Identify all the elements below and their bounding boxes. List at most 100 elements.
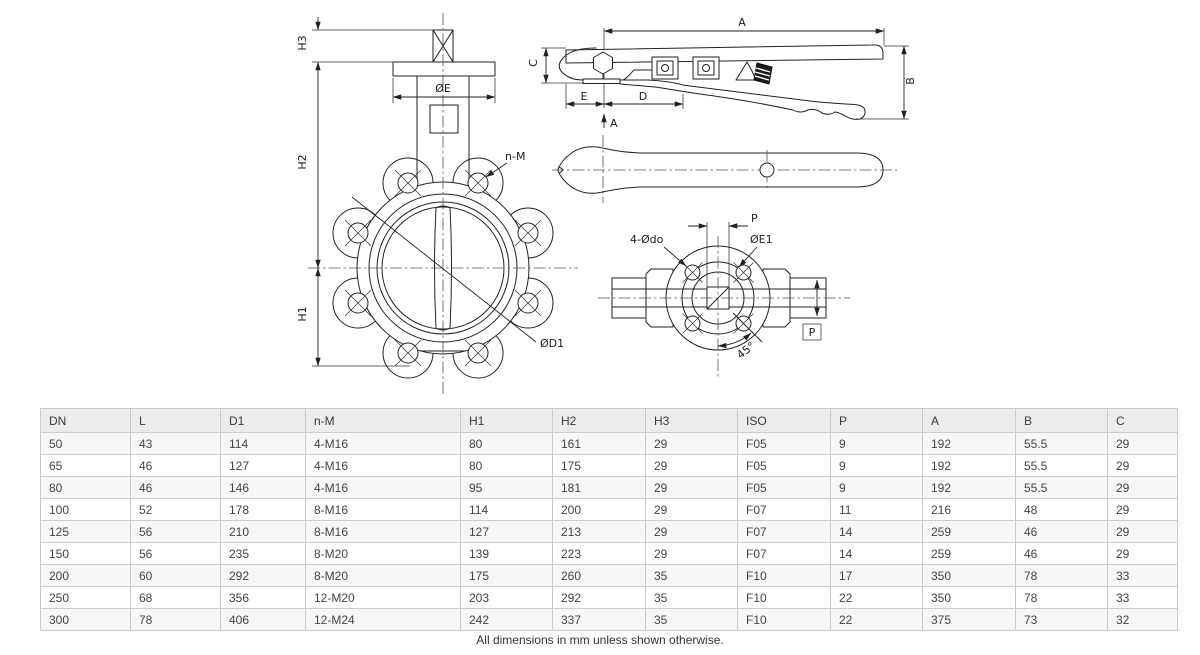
table-cell: 4-M16 xyxy=(305,432,461,455)
table-cell: 406 xyxy=(220,608,306,631)
table-cell: 12-M24 xyxy=(305,608,461,631)
table-cell: 161 xyxy=(552,432,646,455)
table-cell: 80 xyxy=(40,476,131,499)
table-cell: 33 xyxy=(1107,586,1178,609)
column-header: H1 xyxy=(460,408,553,433)
dim-label-h3: H3 xyxy=(296,35,309,50)
table-cell: 350 xyxy=(922,586,1016,609)
dim-label-p-top: P xyxy=(751,212,758,225)
table-cell: 56 xyxy=(130,542,221,565)
table-cell: 29 xyxy=(1107,432,1178,455)
table-cell: 242 xyxy=(460,608,553,631)
table-cell: 223 xyxy=(552,542,646,565)
table-cell: 250 xyxy=(40,586,131,609)
table-cell: 356 xyxy=(220,586,306,609)
table-cell: 55.5 xyxy=(1015,432,1108,455)
table-cell: 22 xyxy=(830,608,923,631)
table-cell: 114 xyxy=(220,432,306,455)
column-header: P xyxy=(830,408,923,433)
table-cell: 300 xyxy=(40,608,131,631)
table-cell: 52 xyxy=(130,498,221,521)
table-cell: 50 xyxy=(40,432,131,455)
table-cell: F05 xyxy=(737,454,831,477)
table-cell: 210 xyxy=(220,520,306,543)
table-cell: F10 xyxy=(737,608,831,631)
column-header: D1 xyxy=(220,408,306,433)
table-cell: F10 xyxy=(737,564,831,587)
table-cell: 78 xyxy=(130,608,221,631)
table-cell: 29 xyxy=(645,476,738,499)
table-cell: 46 xyxy=(1015,542,1108,565)
column-header: DN xyxy=(40,408,131,433)
table-cell: 4-M16 xyxy=(305,476,461,499)
table-cell: 35 xyxy=(645,564,738,587)
table-cell: 8-M16 xyxy=(305,520,461,543)
table-cell: 29 xyxy=(645,542,738,565)
table-cell: 259 xyxy=(922,520,1016,543)
table-cell: F05 xyxy=(737,432,831,455)
table-cell: 22 xyxy=(830,586,923,609)
table-cell: 292 xyxy=(552,586,646,609)
table-cell: 100 xyxy=(40,498,131,521)
top-view-handle xyxy=(552,135,897,203)
table-cell: 216 xyxy=(922,498,1016,521)
table-cell: 259 xyxy=(922,542,1016,565)
column-header: H3 xyxy=(645,408,738,433)
table-cell: 150 xyxy=(40,542,131,565)
section-mark-label: A xyxy=(610,117,618,130)
table-cell: 29 xyxy=(645,454,738,477)
table-cell: 200 xyxy=(552,498,646,521)
table-cell: 43 xyxy=(130,432,221,455)
table-cell: 60 xyxy=(130,564,221,587)
dim-label-c: C xyxy=(527,59,540,67)
table-cell: 78 xyxy=(1015,586,1108,609)
table-cell: 192 xyxy=(922,454,1016,477)
table-cell: 29 xyxy=(1107,476,1178,499)
column-header: B xyxy=(1015,408,1108,433)
dim-label-bolt-circle-dia: ØD1 xyxy=(540,337,564,350)
dim-label-a: A xyxy=(738,16,746,29)
dim-label-bolt-holes: 4-Ødo xyxy=(630,233,664,246)
table-cell: 55.5 xyxy=(1015,476,1108,499)
table-cell: 146 xyxy=(220,476,306,499)
dim-label-h2: H2 xyxy=(296,154,309,169)
table-cell: 29 xyxy=(645,498,738,521)
table-cell: 127 xyxy=(460,520,553,543)
table-cell: F10 xyxy=(737,586,831,609)
side-view-handle: A C B xyxy=(527,16,917,130)
dim-label-h1: H1 xyxy=(296,306,309,321)
table-cell: 350 xyxy=(922,564,1016,587)
table-cell: 139 xyxy=(460,542,553,565)
table-cell: 55.5 xyxy=(1015,454,1108,477)
table-cell: 78 xyxy=(1015,564,1108,587)
technical-drawing: H3 H2 H1 ØE n-M ØD1 A xyxy=(296,13,917,395)
table-cell: 14 xyxy=(830,520,923,543)
table-cell: 29 xyxy=(645,520,738,543)
dim-label-stem-dia: ØE xyxy=(435,82,451,95)
table-cell: 33 xyxy=(1107,564,1178,587)
table-cell: 181 xyxy=(552,476,646,499)
table-cell: 29 xyxy=(645,432,738,455)
table-cell: 192 xyxy=(922,432,1016,455)
table-cell: 175 xyxy=(552,454,646,477)
dimensions-note: All dimensions in mm unless shown otherw… xyxy=(476,633,724,647)
table-cell: 192 xyxy=(922,476,1016,499)
table-cell: 337 xyxy=(552,608,646,631)
table-cell: 9 xyxy=(830,476,923,499)
table-cell: 9 xyxy=(830,454,923,477)
column-header: H2 xyxy=(552,408,646,433)
dim-label-bolt-pattern: n-M xyxy=(505,150,525,163)
table-cell: 17 xyxy=(830,564,923,587)
table-cell: 213 xyxy=(552,520,646,543)
column-header: A xyxy=(922,408,1016,433)
table-cell: 4-M16 xyxy=(305,454,461,477)
table-cell: 8-M16 xyxy=(305,498,461,521)
